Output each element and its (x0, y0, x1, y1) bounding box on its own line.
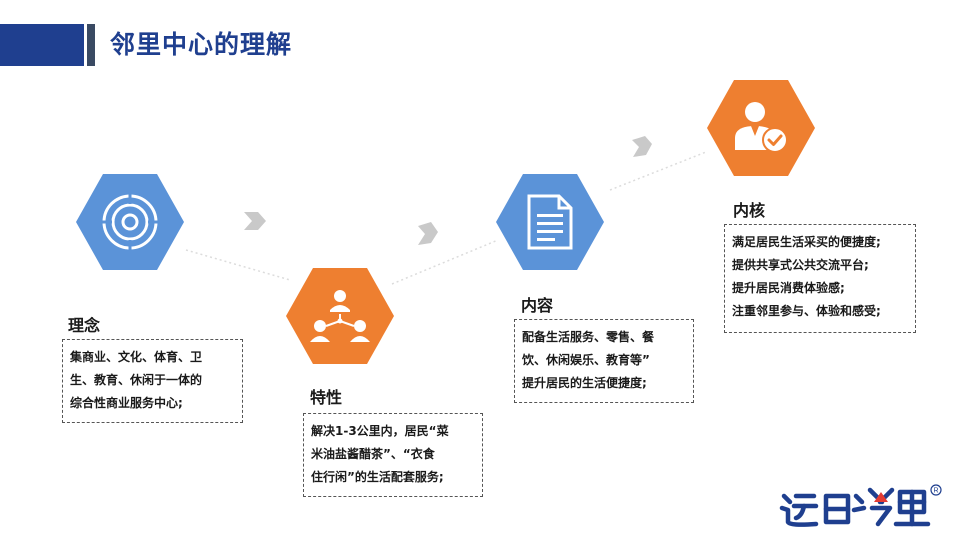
section-label-neirong: 内容 (521, 296, 554, 315)
info-line: 综合性商业服务中心; (70, 396, 183, 410)
hex-texing (286, 268, 394, 364)
info-line: 提供共享式公共交流平台; (732, 258, 869, 272)
hex-neihe (707, 80, 815, 176)
section-label-neihe: 内核 (733, 201, 766, 220)
header-separator (87, 24, 95, 66)
chevron-arrow-2-icon (418, 222, 438, 245)
info-line: 生、教育、休闲于一体的 (70, 373, 203, 387)
info-box-texing: 解决1-3公里内，居民“菜 米油盐酱醋茶”、“衣食 住行闲”的生活配套服务; (303, 413, 483, 497)
info-line: 饮、休闲娱乐、教育等” (522, 353, 650, 367)
section-label-linian: 理念 (68, 316, 101, 335)
header-accent-bar (0, 24, 84, 66)
chevron-arrow-3-icon (632, 136, 652, 157)
connector-line-2 (391, 239, 499, 285)
info-line: 注重邻里参与、体验和感受; (732, 304, 881, 318)
people-network-icon (310, 290, 370, 342)
brand-logo: R (779, 484, 942, 527)
svg-text:R: R (933, 488, 938, 495)
info-box-neihe: 满足居民生活采买的便捷度; 提供共享式公共交流平台; 提升居民消费体验感; 注重… (724, 224, 916, 333)
info-line: 配备生活服务、零售、餐 (522, 330, 655, 344)
section-label-texing: 特性 (310, 388, 343, 407)
info-line: 解决1-3公里内，居民“菜 (311, 424, 449, 438)
target-icon (100, 192, 160, 252)
info-box-linian: 集商业、文化、体育、卫 生、教育、休闲于一体的 综合性商业服务中心; (62, 339, 243, 423)
info-line: 提升居民的生活便捷度; (522, 376, 647, 390)
user-check-icon (735, 102, 788, 153)
info-line: 满足居民生活采买的便捷度; (732, 235, 881, 249)
info-line: 米油盐酱醋茶”、“衣食 (311, 447, 435, 461)
connector-line-3 (609, 151, 707, 191)
hex-neirong (496, 174, 604, 270)
info-box-neirong: 配备生活服务、零售、餐 饮、休闲娱乐、教育等” 提升居民的生活便捷度; (514, 319, 694, 403)
page-title: 邻里中心的理解 (110, 30, 293, 59)
info-line: 提升居民消费体验感; (732, 281, 845, 295)
hex-linian (76, 174, 184, 270)
connector-line-1 (185, 249, 291, 281)
info-line: 集商业、文化、体育、卫 (70, 350, 203, 364)
document-icon (527, 194, 573, 250)
chevron-arrow-1-icon (244, 212, 266, 230)
info-line: 住行闲”的生活配套服务; (311, 470, 444, 484)
